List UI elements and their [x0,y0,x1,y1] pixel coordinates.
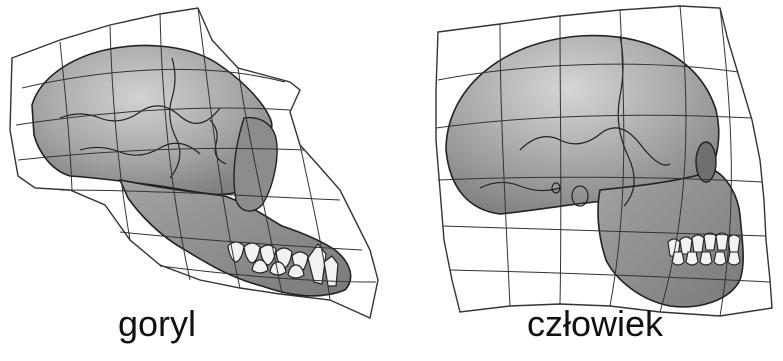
gorilla-skull-drawing [10,8,378,318]
human-eye-orbit [696,142,716,182]
human-label: człowiek [527,306,663,342]
gorilla-label: goryl [118,306,196,342]
human-skull-drawing [436,6,772,316]
